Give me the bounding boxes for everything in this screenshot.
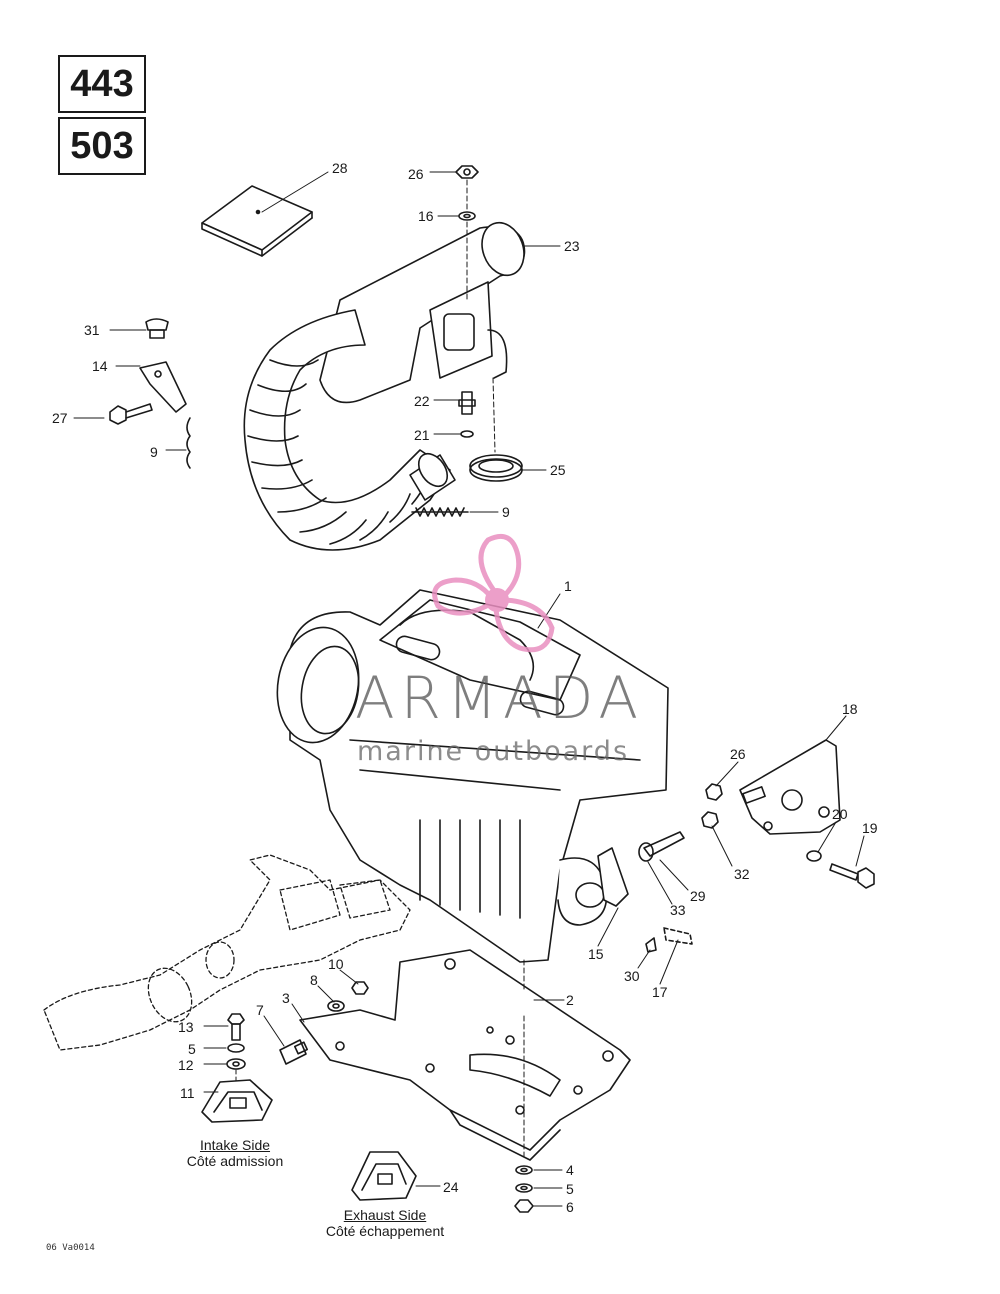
label-part-12: 12: [178, 1057, 194, 1073]
label-part-6: 6: [566, 1199, 574, 1215]
label-part-9-b: 9: [502, 504, 510, 520]
part-30-clip: [645, 937, 657, 953]
label-part-25: 25: [550, 462, 566, 478]
label-part-3: 3: [282, 990, 290, 1006]
label-part-20: 20: [832, 806, 848, 822]
intake-manifold-outline: [43, 854, 411, 1051]
label-part-22: 22: [414, 393, 430, 409]
part-17-bolt: [663, 927, 693, 945]
caption-intake-fr: Côté admission: [186, 1153, 284, 1169]
label-part-26-b: 26: [730, 746, 746, 762]
label-part-29: 29: [690, 888, 706, 904]
label-part-14: 14: [92, 358, 108, 374]
label-part-5-a: 5: [188, 1041, 196, 1057]
part-19-bolt: [829, 863, 875, 889]
part-12-washer: [226, 1058, 246, 1070]
part-32-nut: [701, 811, 719, 829]
part-3-mount-plate: [299, 949, 631, 1161]
part-11-intake-mount: [201, 1079, 273, 1123]
label-part-13: 13: [178, 1019, 194, 1035]
part-27-bolt: [109, 403, 153, 425]
part-20-washer: [806, 850, 822, 862]
watermark-tagline: marine outboards: [357, 736, 630, 767]
label-part-5-b: 5: [566, 1181, 574, 1197]
label-part-28: 28: [332, 160, 348, 176]
leader-lines: [73, 171, 865, 1207]
part-5-washer-bottom: [515, 1183, 533, 1193]
label-part-1: 1: [564, 578, 572, 594]
exhaust-bellows-hose: [243, 309, 456, 551]
label-part-15: 15: [588, 946, 604, 962]
label-part-33: 33: [670, 902, 686, 918]
part-21-washer: [460, 430, 474, 438]
part-18-bracket: [739, 739, 841, 835]
part-7-rubber-mount: [279, 1039, 309, 1065]
part-10-nut: [351, 981, 369, 995]
part-1-engine: [276, 589, 669, 963]
part-14-bracket: [139, 361, 187, 413]
part-16-washer: [458, 211, 476, 221]
label-part-26: 26: [408, 166, 424, 182]
label-part-2: 2: [566, 992, 574, 1008]
part-9-spring-a: [186, 417, 191, 469]
watermark-brand: ARMADA: [355, 664, 645, 732]
label-part-31: 31: [84, 322, 100, 338]
label-part-27: 27: [52, 410, 68, 426]
drawing-code: 06 Va0014: [46, 1243, 95, 1253]
part-23-tuned-pipe: [319, 221, 526, 404]
caption-exhaust-fr: Côté échappement: [325, 1223, 445, 1239]
model-box-443: 443: [58, 55, 146, 113]
label-part-23: 23: [564, 238, 580, 254]
part-24-exhaust-mount: [351, 1151, 417, 1201]
part-25-gasket: [469, 454, 523, 482]
part-9-spring-b: [411, 507, 469, 517]
part-13-bolt: [227, 1013, 245, 1041]
label-part-10: 10: [328, 956, 344, 972]
caption-exhaust-side: Exhaust Side Côté échappement: [305, 1207, 465, 1239]
part-26-nut-right: [705, 783, 723, 801]
model-box-503: 503: [58, 117, 146, 175]
watermark-propeller-icon: [432, 534, 555, 653]
label-part-18: 18: [842, 701, 858, 717]
label-part-7: 7: [256, 1002, 264, 1018]
part-22-fitting: [458, 391, 476, 415]
caption-intake-side: Intake Side Côté admission: [168, 1137, 302, 1169]
label-part-11: 11: [180, 1085, 195, 1101]
part-4-washer: [515, 1165, 533, 1175]
label-part-8: 8: [310, 972, 318, 988]
label-part-21: 21: [414, 427, 430, 443]
label-part-30: 30: [624, 968, 640, 984]
part-15-plate: [597, 847, 629, 907]
caption-intake-en: Intake Side: [199, 1137, 271, 1153]
label-part-4: 4: [566, 1162, 574, 1178]
part-26-nut-top: [455, 165, 479, 179]
label-part-32: 32: [734, 866, 750, 882]
part-31-grommet: [145, 318, 169, 339]
label-part-16: 16: [418, 208, 434, 224]
part-5-washer-left: [227, 1043, 245, 1053]
label-part-19: 19: [862, 820, 878, 836]
caption-exhaust-en: Exhaust Side: [343, 1207, 427, 1223]
part-6-nut: [514, 1199, 534, 1213]
part-28-decal: [201, 185, 313, 257]
part-8-washer: [327, 1000, 345, 1012]
label-part-17: 17: [652, 984, 668, 1000]
part-29-stud: [638, 831, 685, 862]
label-part-9-a: 9: [150, 444, 158, 460]
label-part-24: 24: [443, 1179, 459, 1195]
